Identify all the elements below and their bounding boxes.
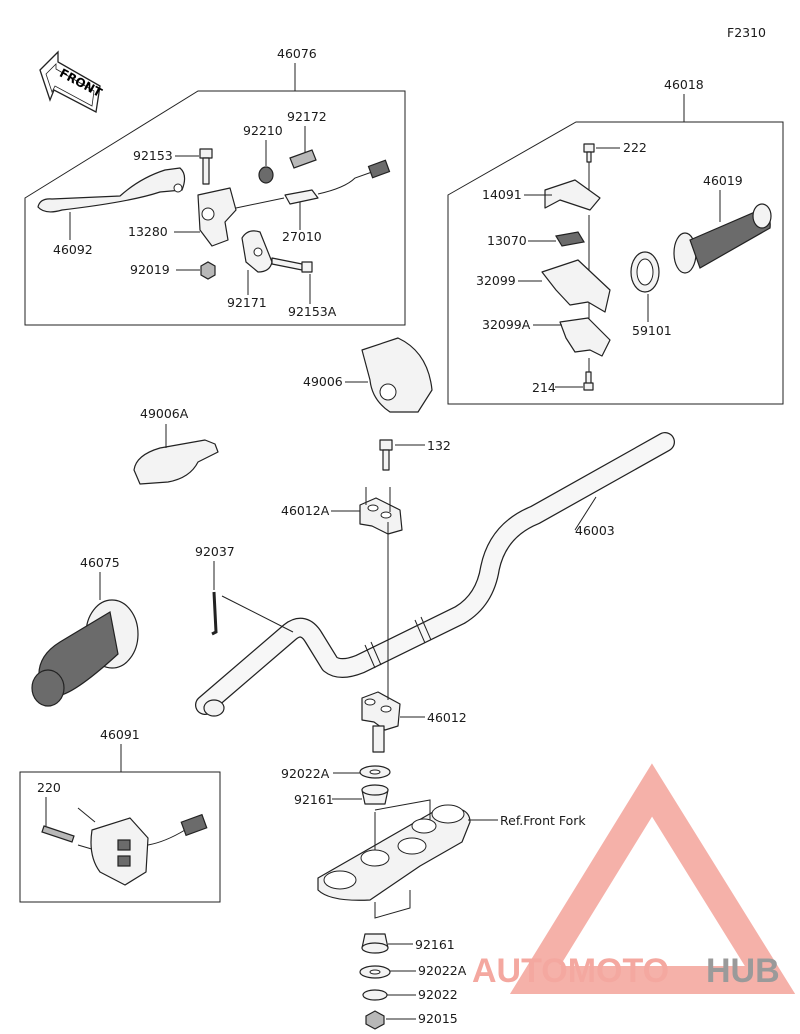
label-32099A: 32099A: [482, 317, 531, 332]
diagram-code: F2310: [727, 25, 766, 40]
label-46012: 46012: [427, 710, 467, 725]
label-13280: 13280: [128, 224, 168, 239]
bracket-13280: [197, 187, 237, 247]
label-46075: 46075: [80, 555, 120, 570]
lever-46092: [37, 167, 186, 213]
label-49006: 49006: [303, 374, 343, 389]
label-92171: 92171: [227, 295, 267, 310]
watermark-logo: AUTOMOTO HUB: [472, 763, 796, 994]
label-ref-front-fork: Ref.Front Fork: [500, 813, 586, 828]
guard-49006A: 49006A: [133, 406, 219, 485]
label-220: 220: [37, 780, 61, 795]
label-27010: 27010: [282, 229, 322, 244]
label-46018: 46018: [664, 77, 704, 92]
label-92022A-bot: 92022A: [418, 963, 467, 978]
box-46018: [447, 121, 784, 405]
switch-group: 46091 220: [19, 727, 221, 903]
label-132: 132: [427, 438, 451, 453]
label-49006A: 49006A: [140, 406, 189, 421]
housing-32099: [541, 259, 611, 313]
box-46091: [19, 771, 221, 903]
clutch-lever-group: 46076 46092 92153 13280 92019 92210 9217…: [24, 46, 406, 326]
label-92153: 92153: [133, 148, 173, 163]
switch-housing: [90, 817, 149, 886]
label-46003: 46003: [575, 523, 615, 538]
label-222: 222: [623, 140, 647, 155]
label-92022: 92022: [418, 987, 458, 1002]
label-59101: 59101: [632, 323, 672, 338]
label-46091: 46091: [100, 727, 140, 742]
housing-32099A: [559, 317, 611, 357]
grip-46075: 46075: [31, 555, 139, 707]
label-214: 214: [532, 380, 556, 395]
front-arrow-icon: FRONT: [39, 50, 105, 113]
label-46012A: 46012A: [281, 503, 330, 518]
cover-14091: [544, 179, 601, 211]
watermark-text-dark: HUB: [706, 952, 780, 990]
throttle-group: 46018 222 14091 13070 32099 32099A 214: [447, 77, 784, 405]
holder-46012A: 46012A: [281, 487, 403, 535]
holder-46012: 46012: [361, 522, 467, 753]
handlebar-46003: 46003: [195, 432, 675, 717]
label-46076: 46076: [277, 46, 317, 61]
label-32099: 32099: [476, 273, 516, 288]
label-92161-bot: 92161: [415, 937, 455, 952]
label-92210: 92210: [243, 123, 283, 138]
label-92019: 92019: [130, 262, 170, 277]
triple-clamp: Ref.Front Fork: [317, 799, 586, 919]
mount-stack-upper: 92022A 92161: [281, 765, 391, 807]
label-92015: 92015: [418, 1011, 458, 1026]
label-14091: 14091: [482, 187, 522, 202]
guard-49006: 49006: [303, 337, 433, 413]
watermark-text-accent: AUTOMOTO: [472, 952, 669, 990]
label-92022A-top: 92022A: [281, 766, 330, 781]
clip-92037: 92037: [195, 544, 294, 636]
label-92037: 92037: [195, 544, 235, 559]
label-46092: 46092: [53, 242, 93, 257]
bolt-132: 132: [379, 438, 451, 471]
label-92161-top: 92161: [294, 792, 334, 807]
mount-stack-lower: 92161 92022A 92022 92015: [359, 933, 467, 1030]
label-46019: 46019: [703, 173, 743, 188]
label-92153A: 92153A: [288, 304, 337, 319]
box-46076: [24, 90, 406, 326]
label-92172: 92172: [287, 109, 327, 124]
label-13070: 13070: [487, 233, 527, 248]
